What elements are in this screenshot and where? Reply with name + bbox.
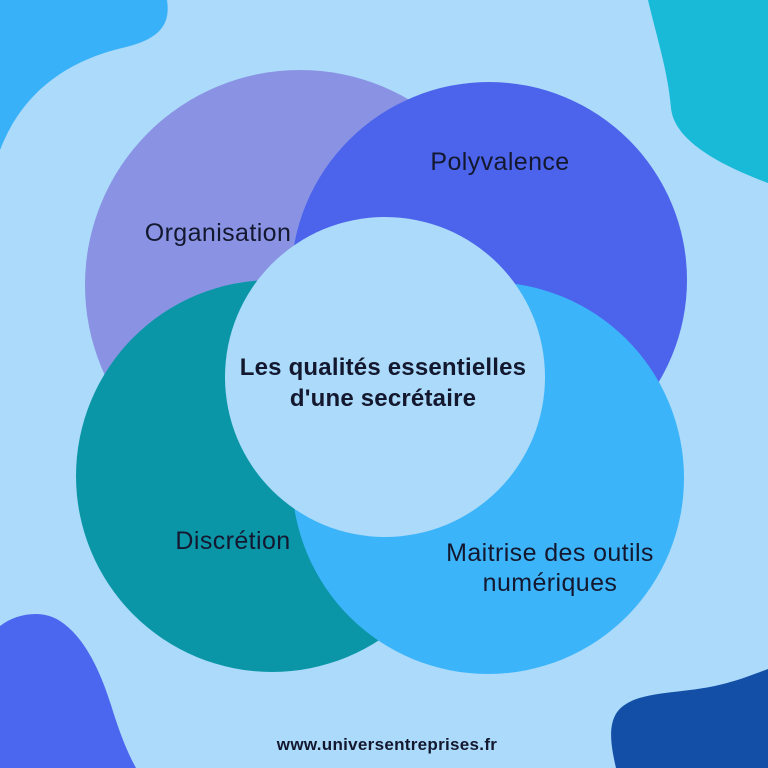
center-circle [225,217,545,537]
discretion-label: Discrétion [175,527,291,555]
organisation-label: Organisation [144,219,292,247]
top-left-blob [0,0,168,150]
page-title-line2: d'une secrétaire [289,385,477,412]
bottom-right-blob [611,669,768,768]
website-url: www.universentreprises.fr [276,735,498,754]
maitrise-label: Maitrise des outils numériques [446,539,654,597]
polyvalence-label: Polyvalence [430,148,570,176]
bottom-left-blob [0,613,136,768]
page-title: Les qualités essentielles d'une secrétai… [218,352,548,414]
top-right-blob [648,0,768,183]
page-title-line1: Les qualités essentielles [239,354,527,381]
